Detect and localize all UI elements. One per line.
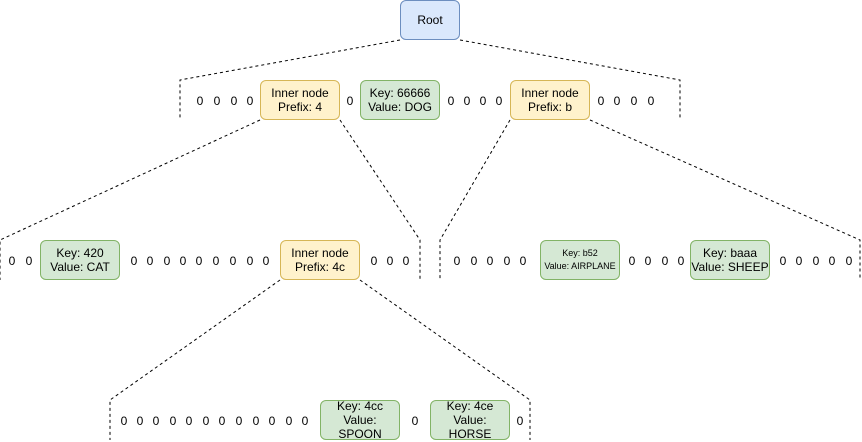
zero-cell: 0 (370, 254, 378, 268)
zero-cell: 0 (146, 254, 154, 268)
zero-cell: 0 (195, 254, 203, 268)
zero-cell: 0 (386, 254, 394, 268)
inner-node-title: Inner node (291, 246, 349, 260)
zero-cell: 0 (268, 414, 276, 428)
zero-cell: 0 (8, 254, 16, 268)
zero-cell: 0 (779, 254, 787, 268)
zero-cell: 0 (470, 254, 478, 268)
zero-cell: 0 (447, 94, 455, 108)
zero-cell: 0 (516, 414, 524, 428)
zero-cell: 0 (218, 414, 226, 428)
inner-node-prefix-4c: Inner node Prefix: 4c (280, 240, 360, 280)
zero-cell: 0 (411, 414, 419, 428)
zero-cell: 0 (212, 254, 220, 268)
zero-cell: 0 (246, 254, 254, 268)
inner-node-prefix: Prefix: 4 (277, 100, 322, 114)
zero-cell: 0 (677, 254, 685, 268)
zero-cell: 0 (163, 254, 171, 268)
zero-cell: 0 (463, 94, 471, 108)
zero-cell: 0 (519, 254, 527, 268)
leaf-value: Value: SPOON (338, 413, 382, 441)
zero-cell: 0 (346, 94, 354, 108)
leaf-node-cat: Key: 420 Value: CAT (40, 240, 120, 280)
inner-node-prefix-4: Inner node Prefix: 4 (260, 80, 340, 120)
leaf-key: Key: 420 (56, 246, 104, 260)
edge-root-right (459, 39, 681, 120)
zero-cell: 0 (196, 94, 204, 108)
inner-node-title: Inner node (271, 86, 329, 100)
zero-cell: 0 (630, 94, 638, 108)
zero-cell: 0 (136, 414, 144, 428)
inner-node-title: Inner node (521, 86, 579, 100)
zero-cell: 0 (644, 254, 652, 268)
zero-cell: 0 (25, 254, 33, 268)
zero-cell: 0 (628, 254, 636, 268)
zero-cell: 0 (795, 254, 803, 268)
zero-cell: 0 (597, 94, 605, 108)
leaf-key: Key: baaa (702, 246, 758, 260)
zero-cell: 0 (661, 254, 669, 268)
zero-cell: 0 (185, 414, 193, 428)
zero-cell: 0 (179, 254, 187, 268)
zero-cell: 0 (479, 94, 487, 108)
edge-prefix4-right (339, 119, 421, 280)
zero-cell: 0 (230, 94, 238, 108)
zero-cell: 0 (647, 94, 655, 108)
edge-prefix4c-left (109, 279, 281, 440)
root-node: Root (400, 0, 460, 40)
zero-cell: 0 (402, 254, 410, 268)
zero-cell: 0 (845, 254, 853, 268)
edge-prefix4c-right (359, 279, 531, 440)
edge-prefixb-left (439, 119, 511, 280)
leaf-value: Value: CAT (50, 260, 110, 274)
leaf-key: Key: b52 (562, 248, 598, 258)
zero-cell: 0 (613, 94, 621, 108)
leaf-value: Value: SHEEP (691, 260, 769, 274)
leaf-key: Key: 4ce (446, 399, 494, 413)
zero-cell: 0 (252, 414, 260, 428)
zero-cell: 0 (285, 414, 293, 428)
leaf-value: Value: HORSE (448, 413, 492, 441)
zero-cell: 0 (812, 254, 820, 268)
zero-cell: 0 (301, 414, 309, 428)
leaf-node-spoon: Key: 4cc Value: SPOON (320, 399, 400, 441)
zero-cell: 0 (202, 414, 210, 428)
zero-cell: 0 (453, 254, 461, 268)
inner-node-prefix-b: Inner node Prefix: b (510, 80, 590, 120)
leaf-node-sheep: Key: baaa Value: SHEEP (690, 240, 770, 280)
edge-prefixb-right (589, 119, 861, 280)
leaf-node-dog: Key: 66666 Value: DOG (360, 80, 440, 120)
zero-cell: 0 (229, 254, 237, 268)
leaf-value: Value: AIRPLANE (544, 261, 616, 271)
leaf-key: Key: 66666 (369, 86, 431, 100)
zero-cell: 0 (169, 414, 177, 428)
leaf-node-horse: Key: 4ce Value: HORSE (430, 399, 510, 441)
zero-cell: 0 (503, 254, 511, 268)
leaf-key: Key: 4cc (336, 399, 384, 413)
zero-cell: 0 (152, 414, 160, 428)
inner-node-prefix: Prefix: 4c (294, 260, 345, 274)
leaf-value: Value: DOG (368, 100, 432, 114)
zero-cell: 0 (120, 414, 128, 428)
zero-cell: 0 (495, 94, 503, 108)
zero-cell: 0 (262, 254, 270, 268)
zero-cell: 0 (213, 94, 221, 108)
edge-root-left (179, 39, 401, 120)
leaf-node-airplane: Key: b52 Value: AIRPLANE (540, 240, 620, 280)
inner-node-prefix: Prefix: b (527, 100, 572, 114)
zero-cell: 0 (130, 254, 138, 268)
zero-cell: 0 (235, 414, 243, 428)
zero-cell: 0 (486, 254, 494, 268)
zero-cell: 0 (246, 94, 254, 108)
root-label: Root (417, 13, 443, 27)
zero-cell: 0 (828, 254, 836, 268)
